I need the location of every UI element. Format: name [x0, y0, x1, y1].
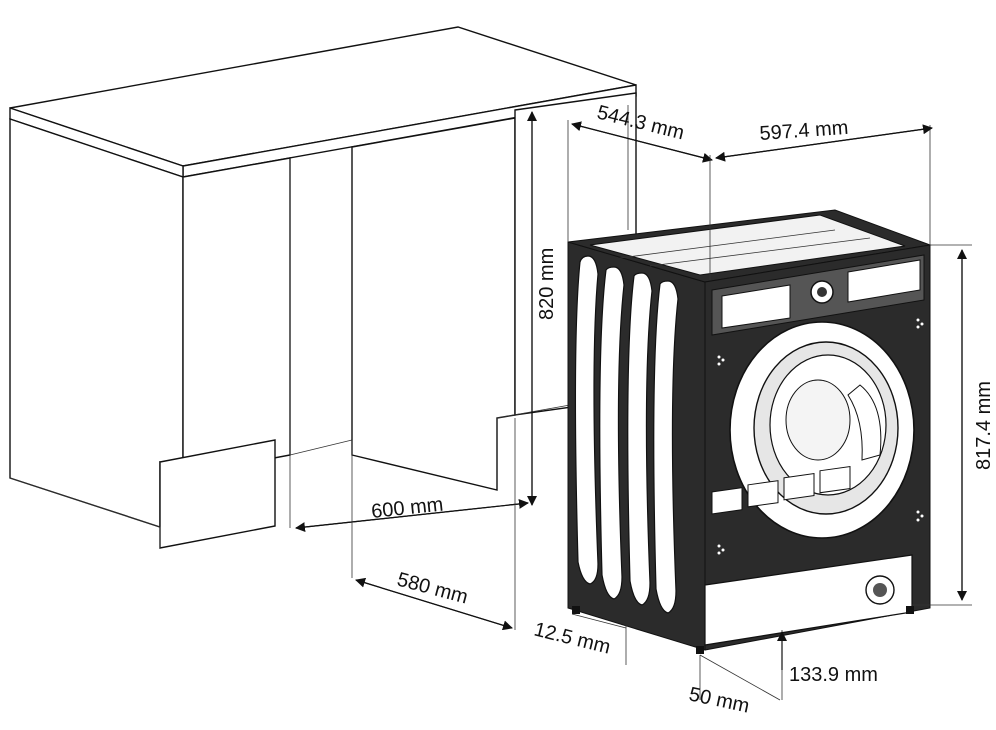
label-cabinet-width: 600 mm: [370, 494, 444, 523]
label-cabinet-height: 820 mm: [536, 248, 558, 320]
kitchen-cabinet: [9, 26, 637, 549]
left-plinth: [159, 439, 276, 549]
left-cabinet-door: [182, 157, 291, 476]
label-foot-height: 12.5 mm: [532, 619, 613, 659]
label-machine-width: 597.4 mm: [759, 117, 849, 145]
label-machine-height: 817.4 mm: [973, 381, 995, 470]
washing-machine: [567, 209, 932, 654]
right-cabinet-panel: [351, 117, 516, 491]
label-plinth-height: 133.9 mm: [789, 664, 878, 686]
dimension-lines: [289, 105, 972, 701]
label-cabinet-depth: 580 mm: [395, 569, 470, 609]
label-foot-inset: 50 mm: [687, 683, 751, 717]
